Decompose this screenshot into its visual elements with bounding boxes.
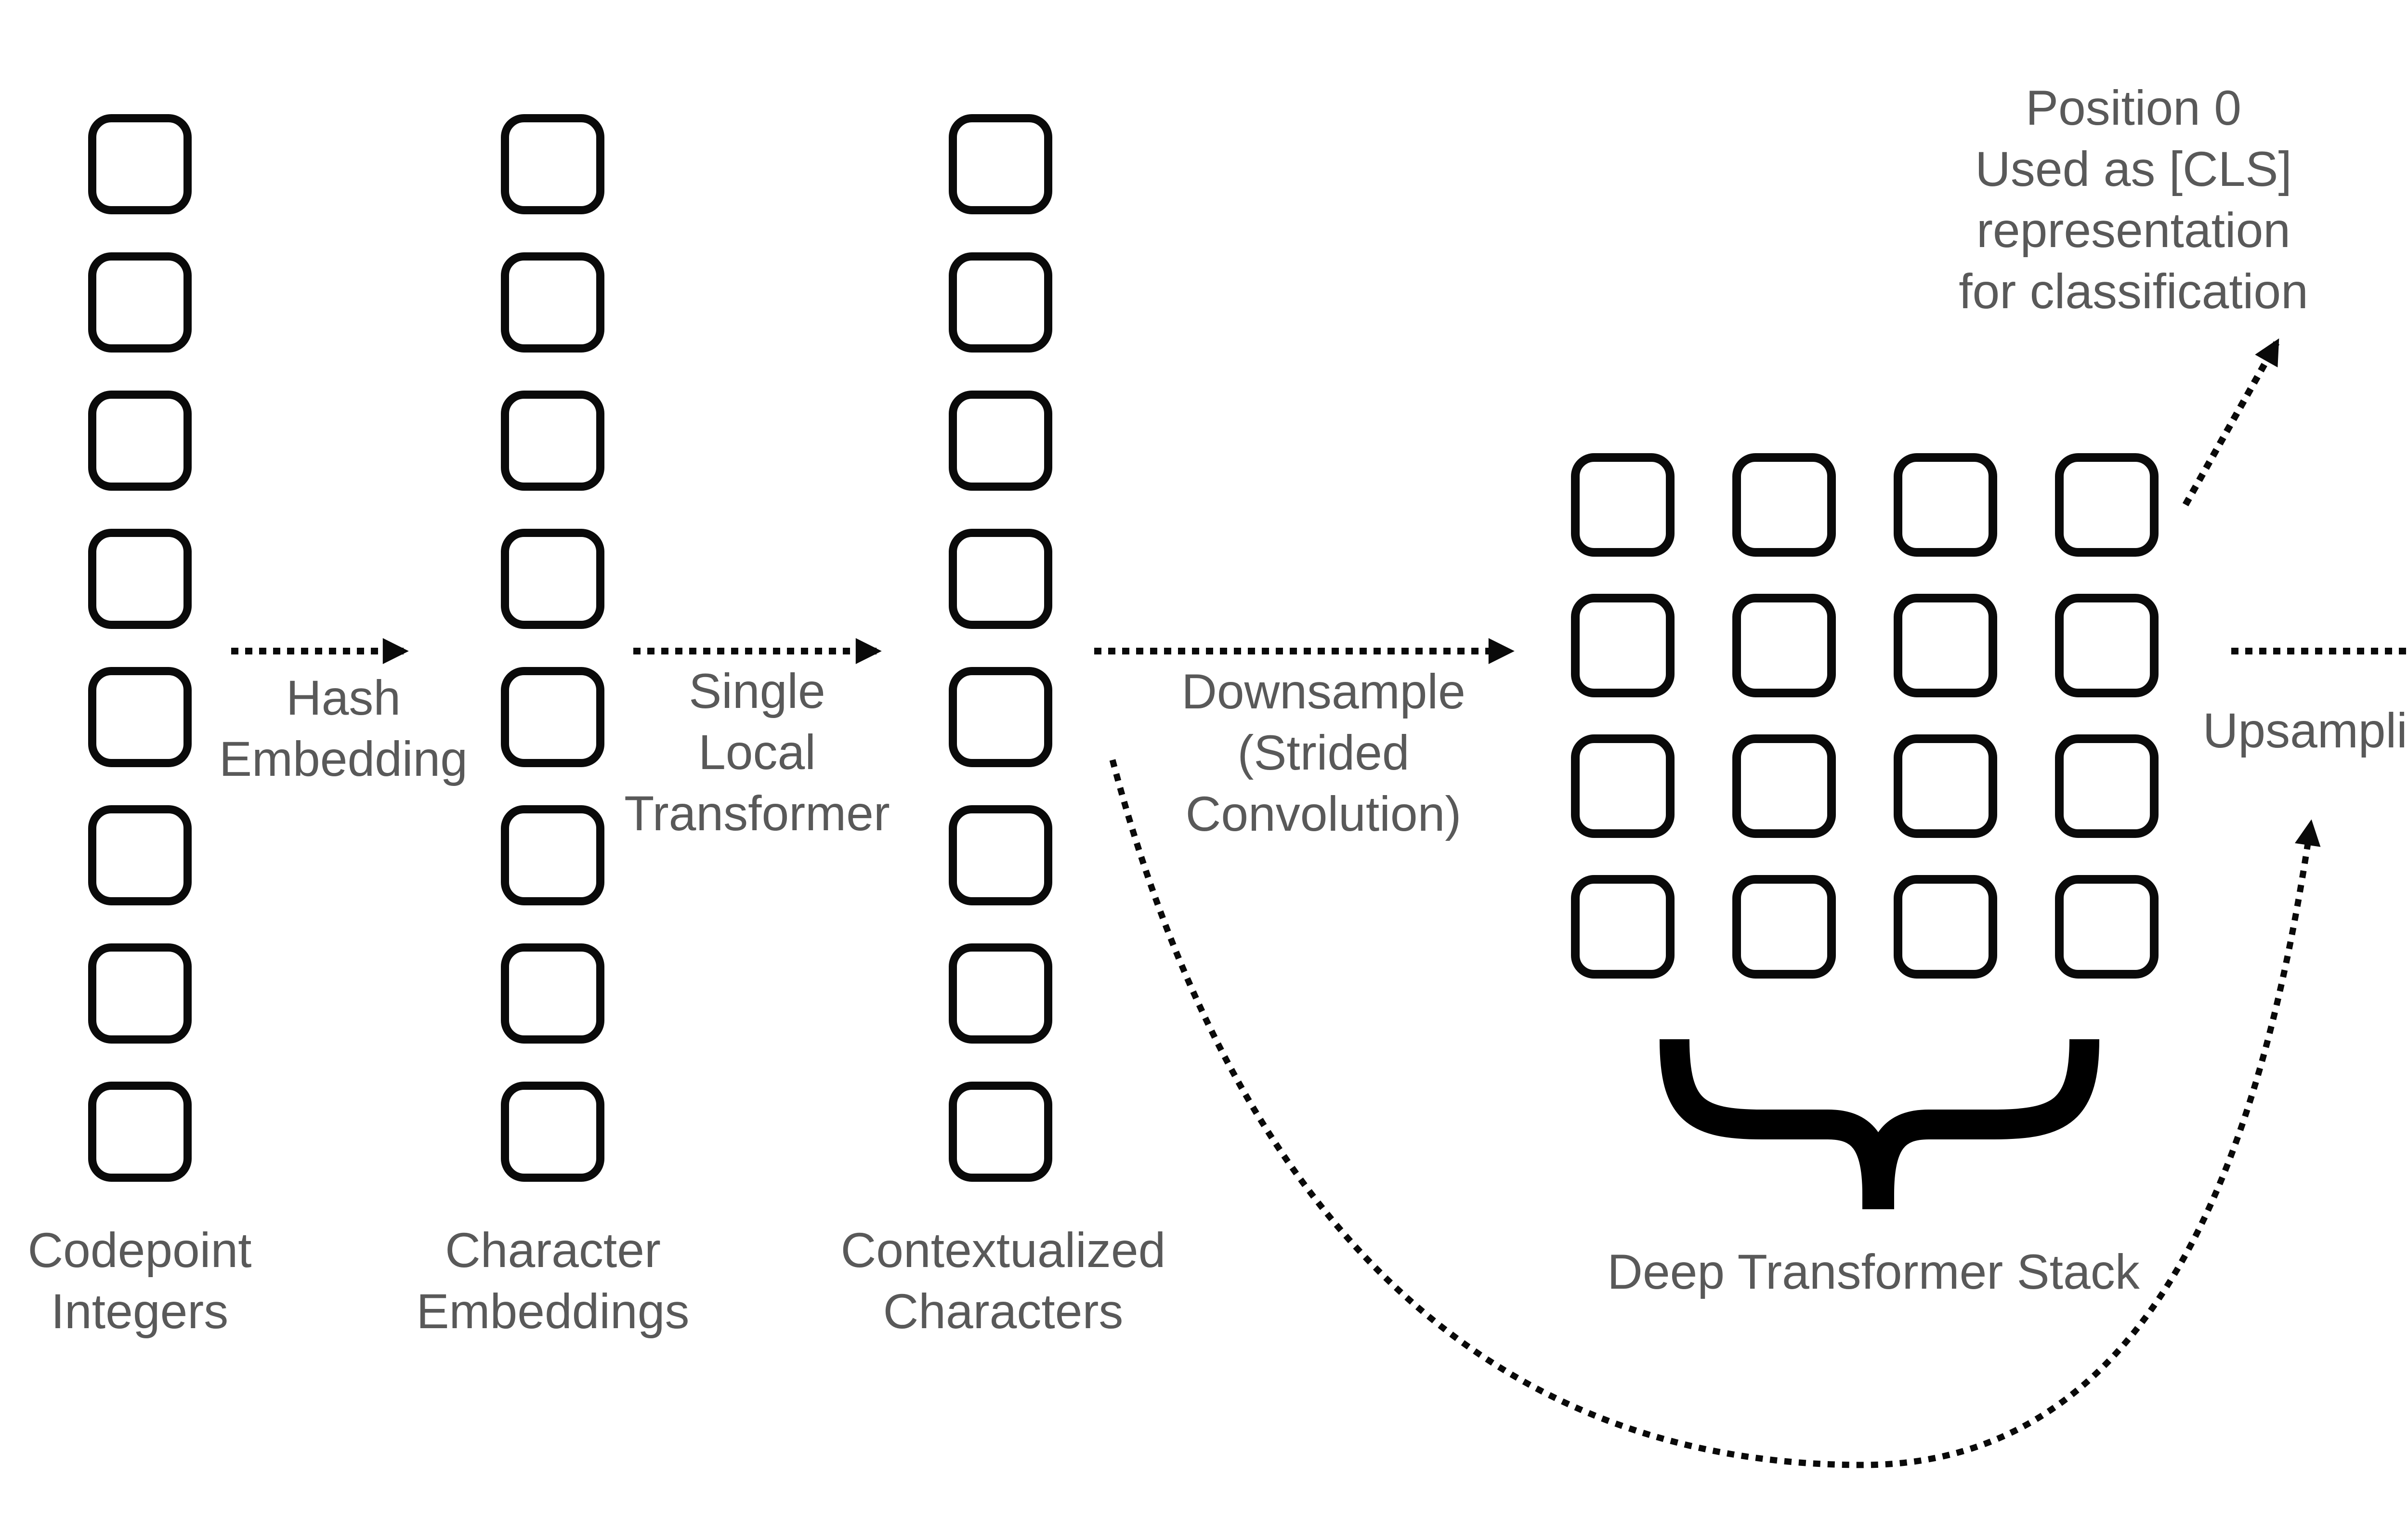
label-line: Single (689, 664, 825, 719)
vector-box (88, 114, 192, 214)
vector-box (949, 667, 1052, 767)
vector-box (88, 1082, 192, 1182)
label-line: Downsample (1181, 664, 1466, 719)
label-line: Integers (51, 1284, 229, 1339)
vector-box (501, 667, 604, 767)
vector-box (501, 391, 604, 491)
upsampling-label: Upsampling (2203, 700, 2408, 761)
label-line: Embedding (219, 732, 468, 786)
vector-box (1894, 453, 1997, 557)
vector-box (1571, 594, 1675, 697)
label-line: for classification (1959, 264, 2308, 319)
deep-transformer-stack-label: Deep Transformer Stack (1607, 1241, 2139, 1303)
column-contextualized-characters (949, 114, 1052, 1182)
label-line: Transformer (624, 786, 890, 841)
label-line: Codepoint (27, 1223, 252, 1278)
vector-box (501, 805, 604, 905)
single-local-transformer-label: Single Local Transformer (624, 661, 890, 844)
label-line: Position 0 (2026, 80, 2241, 135)
deep-transformer-stack-grid (1571, 453, 2159, 979)
vector-box (1894, 594, 1997, 697)
label-line: Used as [CLS] (1975, 142, 2292, 196)
vector-box (2055, 453, 2159, 557)
label-line: Upsampling (2202, 703, 2408, 758)
label-line: Contextualized (840, 1223, 1166, 1278)
vector-box (88, 667, 192, 767)
label-line: Hash (286, 670, 401, 725)
vector-box (2055, 594, 2159, 697)
vector-box (1732, 875, 1836, 979)
label-line: representation (1976, 203, 2291, 258)
downsample-label: Downsample (Strided Convolution) (1181, 661, 1466, 845)
vector-box (949, 805, 1052, 905)
contextualized-characters-label: Contextualized Characters (841, 1220, 1166, 1342)
column-character-embeddings (501, 114, 604, 1182)
vector-box (88, 943, 192, 1044)
vector-box (501, 529, 604, 629)
column-codepoint-integers (88, 114, 192, 1182)
vector-box (1732, 734, 1836, 838)
vector-box (949, 114, 1052, 214)
vector-box (88, 805, 192, 905)
vector-box (1571, 875, 1675, 979)
label-line: (Strided (1237, 725, 1410, 780)
vector-box (949, 1082, 1052, 1182)
vector-box (501, 1082, 604, 1182)
vector-box (501, 252, 604, 353)
vector-box (501, 114, 604, 214)
label-line: Character (445, 1223, 661, 1278)
label-line: Convolution) (1185, 786, 1462, 841)
vector-box (2055, 734, 2159, 838)
vector-box (949, 252, 1052, 353)
deep-transformer-stack-brace (1660, 1039, 2099, 1209)
vector-box (501, 943, 604, 1044)
vector-box (949, 943, 1052, 1044)
vector-box (88, 529, 192, 629)
vector-box (949, 391, 1052, 491)
vector-box (949, 529, 1052, 629)
label-line: Deep Transformer Stack (1607, 1244, 2140, 1299)
cls-position0-note: Position 0 Used as [CLS] representation … (1959, 78, 2308, 322)
vector-box (1894, 875, 1997, 979)
vector-box (1571, 453, 1675, 557)
vector-box (1732, 594, 1836, 697)
codepoint-integers-label: Codepoint Integers (27, 1220, 251, 1342)
label-line: Characters (883, 1284, 1124, 1339)
character-embeddings-label: Character Embeddings (416, 1220, 689, 1342)
residual-skip-connection-curve (1109, 759, 2321, 1468)
vector-box (88, 252, 192, 353)
vector-box (1571, 734, 1675, 838)
hash-embedding-label: Hash Embedding (219, 667, 468, 790)
label-line: Local (698, 725, 816, 780)
cls-position0-arrow (2182, 338, 2280, 507)
vector-box (88, 391, 192, 491)
vector-box (1894, 734, 1997, 838)
vector-box (2055, 875, 2159, 979)
vector-box (1732, 453, 1836, 557)
label-line: Embeddings (416, 1284, 690, 1339)
